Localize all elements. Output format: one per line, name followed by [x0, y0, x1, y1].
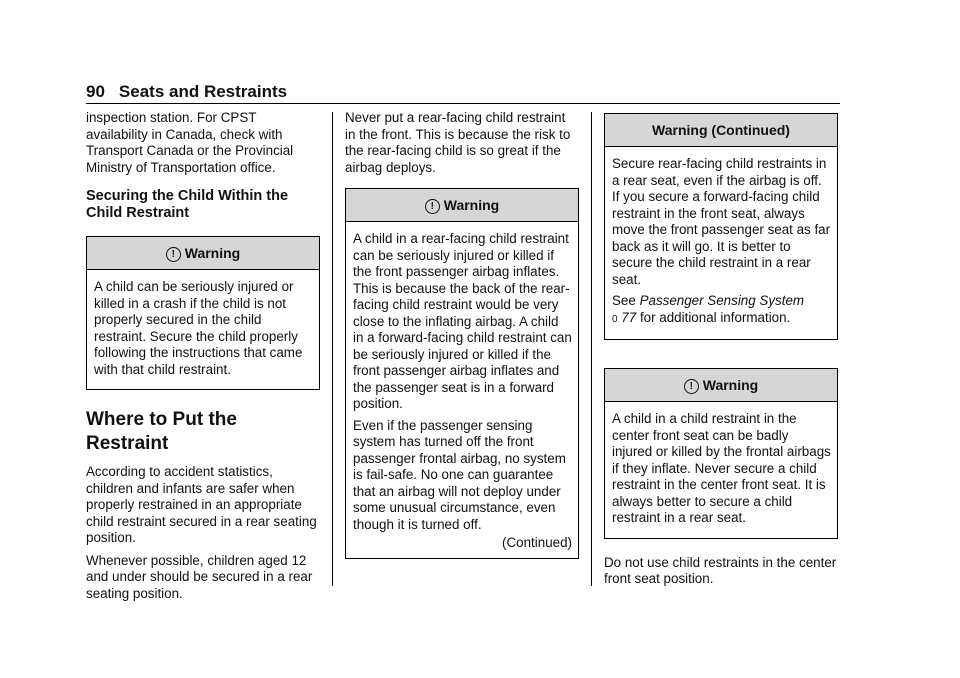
warning-header: !Warning — [605, 369, 837, 402]
warning-header: !Warning — [346, 189, 578, 222]
warning-title: Warning — [702, 377, 759, 393]
warning-box-continued: Warning (Continued) Secure rear-facing c… — [604, 113, 838, 340]
warning-header: !Warning — [87, 237, 319, 270]
reference-suffix: for additional information. — [639, 309, 791, 325]
intro-paragraph: inspection station. For CPST availabilit… — [86, 110, 294, 175]
intro-paragraph: Never put a rear-facing child restraint … — [345, 110, 571, 175]
warning-text: Even if the passenger sensing system has… — [353, 417, 566, 532]
subheading: Securing the Child Within the Child Rest… — [86, 188, 289, 221]
header-rule — [86, 103, 840, 104]
continued-label: (Continued) — [502, 535, 572, 550]
warning-box: !Warning A child in a child restraint in… — [604, 368, 838, 539]
column-middle: Never put a rear-facing child restraint … — [345, 110, 579, 559]
warning-body: A child can be seriously injured or kill… — [87, 270, 319, 389]
warning-header: Warning (Continued) — [605, 114, 837, 147]
reference-arrow-icon: 0 — [612, 313, 618, 325]
warning-body: Secure rear-facing child restraints in a… — [605, 147, 837, 339]
column-right: Warning (Continued) Secure rear-facing c… — [604, 110, 838, 594]
column-divider — [591, 112, 592, 586]
warning-box: !Warning A child in a rear-facing child … — [345, 188, 579, 559]
section-heading: Where to Put the Restraint — [86, 409, 237, 454]
warning-text: A child in a child restraint in the cent… — [612, 411, 831, 525]
see-label: See — [612, 293, 636, 308]
warning-box: !Warning A child can be seriously injure… — [86, 236, 320, 390]
page-number: 90 — [86, 82, 105, 101]
warning-title: Warning — [443, 197, 500, 213]
warning-body: A child in a child restraint in the cent… — [605, 402, 837, 538]
paragraph: According to accident statistics, childr… — [86, 464, 317, 545]
column-left: inspection station. For CPST availabilit… — [86, 110, 320, 608]
reference-page[interactable]: 77 — [621, 309, 637, 325]
column-divider — [332, 112, 333, 586]
warning-body: A child in a rear-facing child restraint… — [346, 222, 578, 558]
warning-icon: ! — [683, 379, 699, 394]
warning-text: A child in a rear-facing child restraint… — [353, 231, 572, 411]
warning-title: Warning — [184, 245, 241, 261]
paragraph: Whenever possible, children aged 12 and … — [86, 552, 313, 601]
page-header: 90 Seats and Restraints — [86, 82, 287, 102]
warning-text: Secure rear-facing child restraints in a… — [612, 156, 831, 287]
paragraph: Do not use child restraints in the cente… — [604, 554, 837, 587]
section-title: Seats and Restraints — [118, 82, 288, 101]
reference-title[interactable]: Passenger Sensing System — [639, 293, 805, 308]
warning-icon: ! — [424, 199, 440, 214]
cross-reference: See Passenger Sensing System 0 77 for ad… — [612, 293, 831, 328]
warning-text: A child can be seriously injured or kill… — [94, 279, 303, 377]
warning-icon: ! — [165, 247, 181, 262]
